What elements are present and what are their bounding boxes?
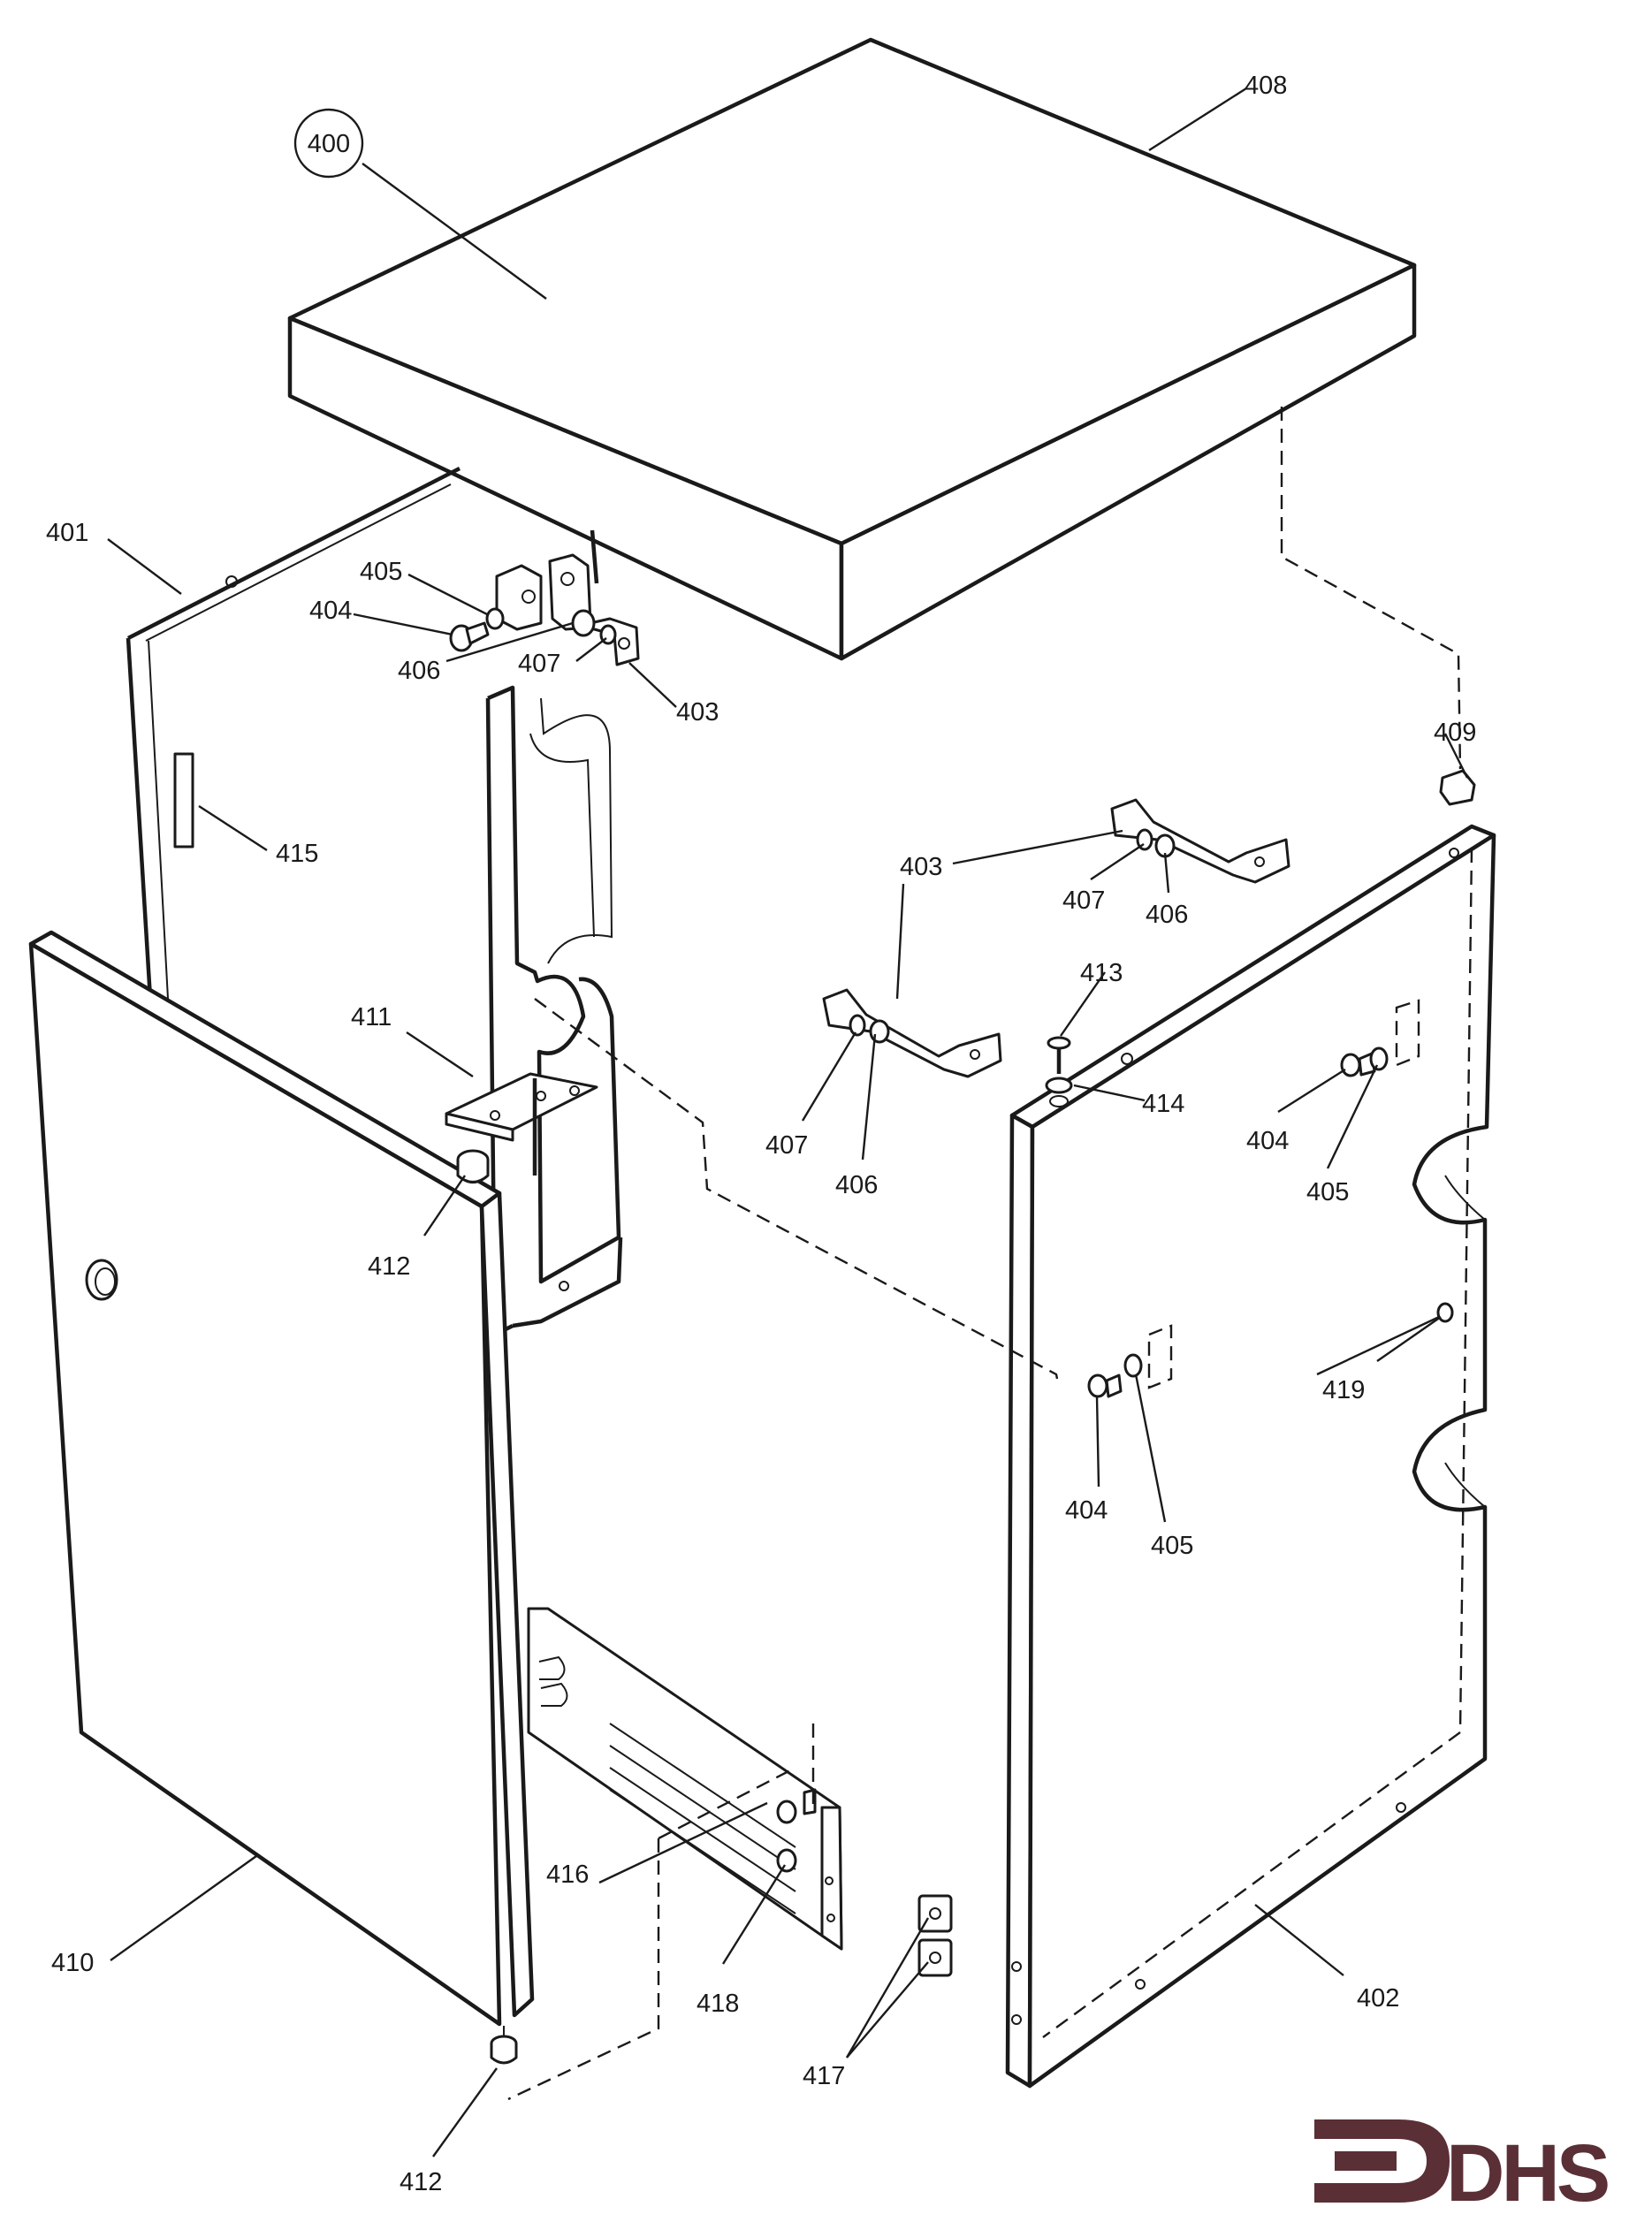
dhs-logo: DHS <box>1314 2119 1611 2218</box>
hinge-bracket-411 <box>445 1072 598 1176</box>
clips-417 <box>917 1894 953 1977</box>
door-pivot-412-top <box>456 1149 490 1183</box>
stop-409 <box>1439 769 1476 806</box>
callout-401: 401 <box>46 519 88 547</box>
callout-406-mid: 406 <box>1146 901 1188 929</box>
callout-406-low: 406 <box>835 1171 878 1199</box>
callout-labels: 408 401 405 404 406 407 403 409 415 403 … <box>46 72 1476 2196</box>
callout-404-right-upper: 404 <box>1246 1127 1289 1155</box>
screws-right-panel <box>1087 999 1454 1398</box>
callout-412-top: 412 <box>368 1252 410 1281</box>
back-side-panel <box>126 466 599 1000</box>
screw-washer-404-405-top <box>449 607 505 652</box>
side-bracket-lower-right <box>822 988 1002 1078</box>
callout-407-top: 407 <box>518 650 560 678</box>
callout-418: 418 <box>697 1990 739 2018</box>
callout-412-bottom: 412 <box>400 2168 442 2196</box>
front-door <box>28 930 535 2027</box>
leader-lines <box>107 87 1469 2157</box>
callout-410: 410 <box>51 1949 94 1977</box>
callout-406-top: 406 <box>398 657 440 685</box>
callout-415: 415 <box>276 840 318 868</box>
callout-405-top: 405 <box>360 558 402 586</box>
dhs-logo-mark <box>1314 2119 1450 2203</box>
callout-404-top: 404 <box>309 597 352 625</box>
callout-413: 413 <box>1080 959 1123 987</box>
callout-404-right-lower: 404 <box>1065 1496 1108 1525</box>
door-pivot-412-bottom <box>490 2026 518 2065</box>
assembly-callout-400: 400 <box>293 108 364 179</box>
callout-414: 414 <box>1142 1090 1184 1118</box>
top-panel <box>287 37 1417 661</box>
upper-hinge-brackets <box>495 553 640 666</box>
callout-411: 411 <box>351 1003 392 1031</box>
assembly-number: 400 <box>308 130 350 158</box>
callout-405-right-upper: 405 <box>1306 1178 1349 1206</box>
callout-408: 408 <box>1245 72 1287 100</box>
right-side-panel <box>1005 824 1496 2089</box>
callout-416: 416 <box>546 1861 589 1889</box>
dhs-logo-text: DHS <box>1446 2128 1608 2218</box>
drawer-slide-416 <box>527 1607 843 1951</box>
callout-405-right-lower: 405 <box>1151 1532 1193 1560</box>
callout-403-mid: 403 <box>900 853 942 881</box>
callout-407-mid: 407 <box>1062 887 1105 915</box>
screw-413-washer-414 <box>1045 1036 1073 1107</box>
callout-417: 417 <box>803 2062 845 2090</box>
assembly-dashed-lines <box>507 407 1462 2101</box>
callout-419: 419 <box>1322 1376 1365 1404</box>
callout-409: 409 <box>1434 719 1476 747</box>
callout-407-low: 407 <box>765 1131 808 1160</box>
callout-403-top: 403 <box>676 698 719 727</box>
callout-402: 402 <box>1357 1984 1399 2013</box>
side-bracket-upper-right <box>1110 798 1290 884</box>
frame-rail <box>485 685 623 1337</box>
